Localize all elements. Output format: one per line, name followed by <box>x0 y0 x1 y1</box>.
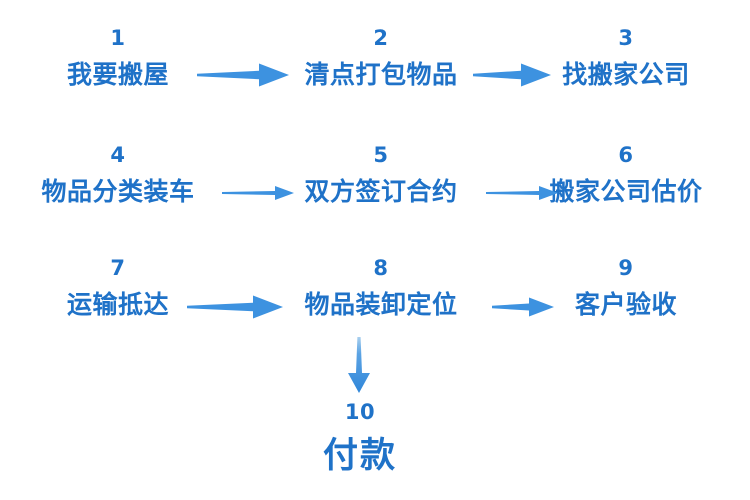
step-number: 10 <box>344 400 376 424</box>
step-label: 付款 <box>322 436 398 476</box>
step-label: 物品分类装车 <box>41 177 195 206</box>
flow-step-6[interactable]: 6 搬家公司估价 <box>549 145 702 206</box>
step-number: 8 <box>373 256 389 280</box>
step-number: 2 <box>373 26 389 50</box>
flow-step-10[interactable]: 10 付款 <box>323 402 397 476</box>
step-label: 搬家公司估价 <box>549 177 703 206</box>
arrow-right-icon-step2-to-step3 <box>473 63 551 87</box>
step-label: 我要搬屋 <box>66 60 170 89</box>
flow-step-8[interactable]: 8 物品装卸定位 <box>304 258 457 319</box>
arrow-right-icon-step1-to-step2 <box>197 63 289 87</box>
step-number: 6 <box>618 143 634 167</box>
step-label: 物品装卸定位 <box>304 290 458 319</box>
arrow-right-icon-step7-to-step8 <box>187 295 283 319</box>
step-number: 1 <box>110 26 126 50</box>
step-label: 运输抵达 <box>66 290 170 319</box>
step-label: 双方签订合约 <box>304 177 458 206</box>
arrow-right-icon-step8-to-step9 <box>492 297 554 317</box>
step-number: 9 <box>618 256 634 280</box>
flow-step-4[interactable]: 4 物品分类装车 <box>41 145 194 206</box>
step-label: 客户验收 <box>574 290 678 319</box>
step-number: 5 <box>373 143 389 167</box>
step-number: 3 <box>618 26 634 50</box>
flow-step-1[interactable]: 1 我要搬屋 <box>67 28 169 89</box>
arrow-right-icon-step5-to-step6 <box>486 186 558 200</box>
flow-step-2[interactable]: 2 清点打包物品 <box>304 28 457 89</box>
flow-step-9[interactable]: 9 客户验收 <box>575 258 677 319</box>
step-label: 清点打包物品 <box>304 60 458 89</box>
step-number: 7 <box>110 256 126 280</box>
flow-step-7[interactable]: 7 运输抵达 <box>67 258 169 319</box>
flow-step-3[interactable]: 3 找搬家公司 <box>562 28 690 89</box>
step-label: 找搬家公司 <box>562 60 690 89</box>
flow-step-5[interactable]: 5 双方签订合约 <box>304 145 457 206</box>
step-number: 4 <box>110 143 126 167</box>
arrow-right-icon-step4-to-step5 <box>222 186 294 200</box>
arrow-down-icon-step8-to-step10 <box>348 337 370 393</box>
